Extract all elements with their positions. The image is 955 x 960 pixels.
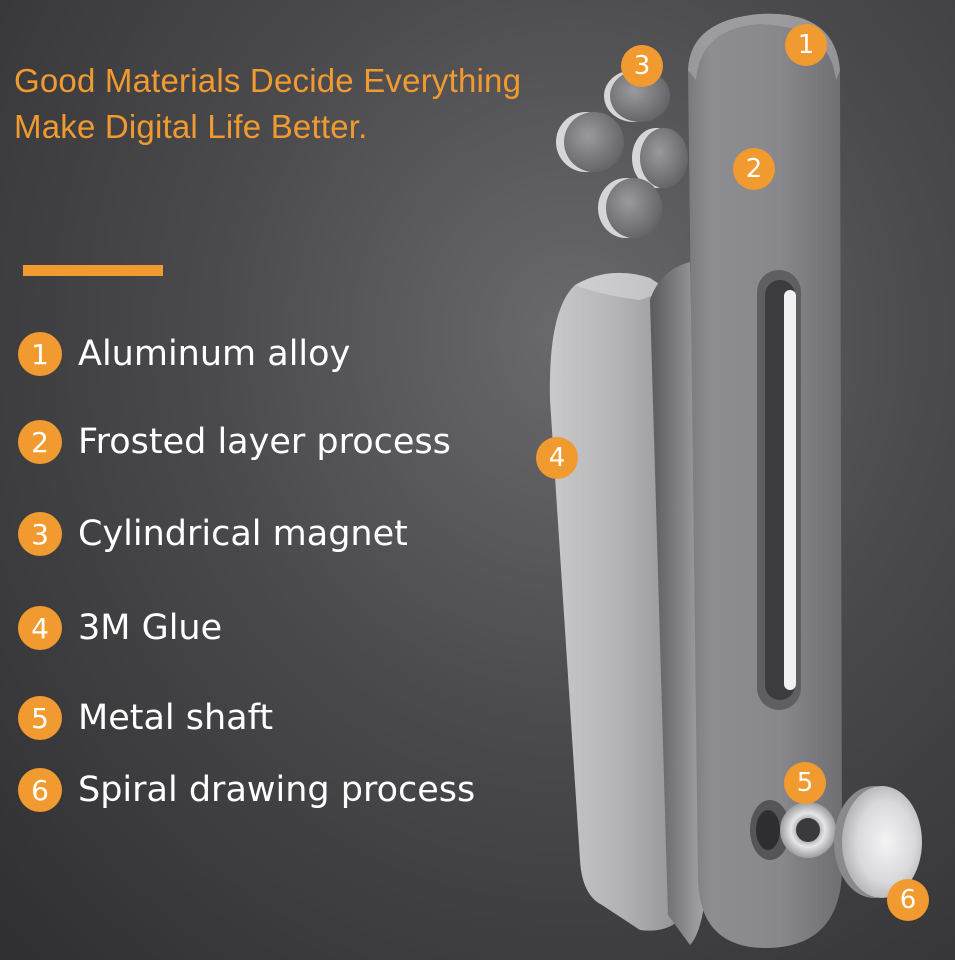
number-badge: 3: [18, 512, 62, 556]
spiral-disc: [834, 786, 922, 898]
marker-5: 5: [784, 762, 826, 804]
legend-label: Spiral drawing process: [78, 770, 476, 810]
legend-label: Frosted layer process: [78, 422, 451, 462]
legend-label: Metal shaft: [78, 698, 274, 738]
legend-item-spiral: 6 Spiral drawing process: [18, 768, 475, 812]
legend-label: Cylindrical magnet: [78, 514, 408, 554]
number-badge: 1: [18, 332, 62, 376]
screw-hole: [750, 800, 790, 860]
legend-item-aluminum: 1 Aluminum alloy: [18, 332, 350, 376]
legend-item-magnet: 3 Cylindrical magnet: [18, 512, 408, 556]
headline: Good Materials Decide Everything Make Di…: [14, 58, 521, 150]
headline-line-2: Make Digital Life Better.: [14, 108, 368, 145]
metal-shaft: [780, 802, 836, 858]
legend-label: 3M Glue: [78, 608, 223, 648]
legend-item-frosted: 2 Frosted layer process: [18, 420, 451, 464]
headline-line-1: Good Materials Decide Everything: [14, 62, 522, 99]
legend-item-shaft: 5 Metal shaft: [18, 696, 273, 740]
marker-2: 2: [733, 148, 775, 190]
main-plate-edge: [650, 262, 705, 945]
number-badge: 5: [18, 696, 62, 740]
plate-slot: [757, 270, 801, 710]
legend-item-glue: 4 3M Glue: [18, 606, 222, 650]
cylindrical-magnets: [556, 70, 688, 238]
number-badge: 2: [18, 420, 62, 464]
marker-3: 3: [621, 45, 663, 87]
orange-divider: [23, 265, 163, 276]
number-badge: 6: [18, 768, 62, 812]
legend-label: Aluminum alloy: [78, 334, 351, 374]
number-badge: 4: [18, 606, 62, 650]
marker-1: 1: [785, 24, 827, 66]
marker-4: 4: [536, 437, 578, 479]
marker-6: 6: [887, 879, 929, 921]
